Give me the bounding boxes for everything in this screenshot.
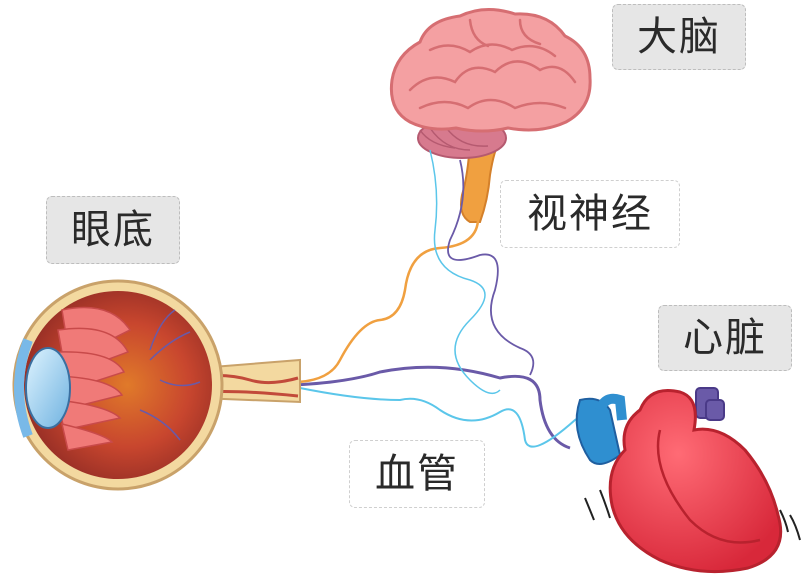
- brain-illustration: [389, 8, 592, 223]
- blood-vessel-line-2: [429, 149, 501, 395]
- optic-nerve-line: [297, 214, 480, 384]
- purple-nerve-line: [294, 365, 571, 450]
- label-optic-nerve: 视神经: [500, 180, 680, 248]
- label-blood-vessel: 血管: [349, 440, 485, 508]
- label-brain: 大脑: [612, 4, 746, 70]
- label-heart: 心脏: [658, 305, 792, 371]
- blood-vessel-line: [299, 387, 601, 448]
- purple-nerve-line-2: [447, 159, 535, 376]
- eye-illustration: [12, 279, 301, 491]
- heart-illustration: [575, 387, 801, 574]
- label-fundus: 眼底: [46, 196, 180, 264]
